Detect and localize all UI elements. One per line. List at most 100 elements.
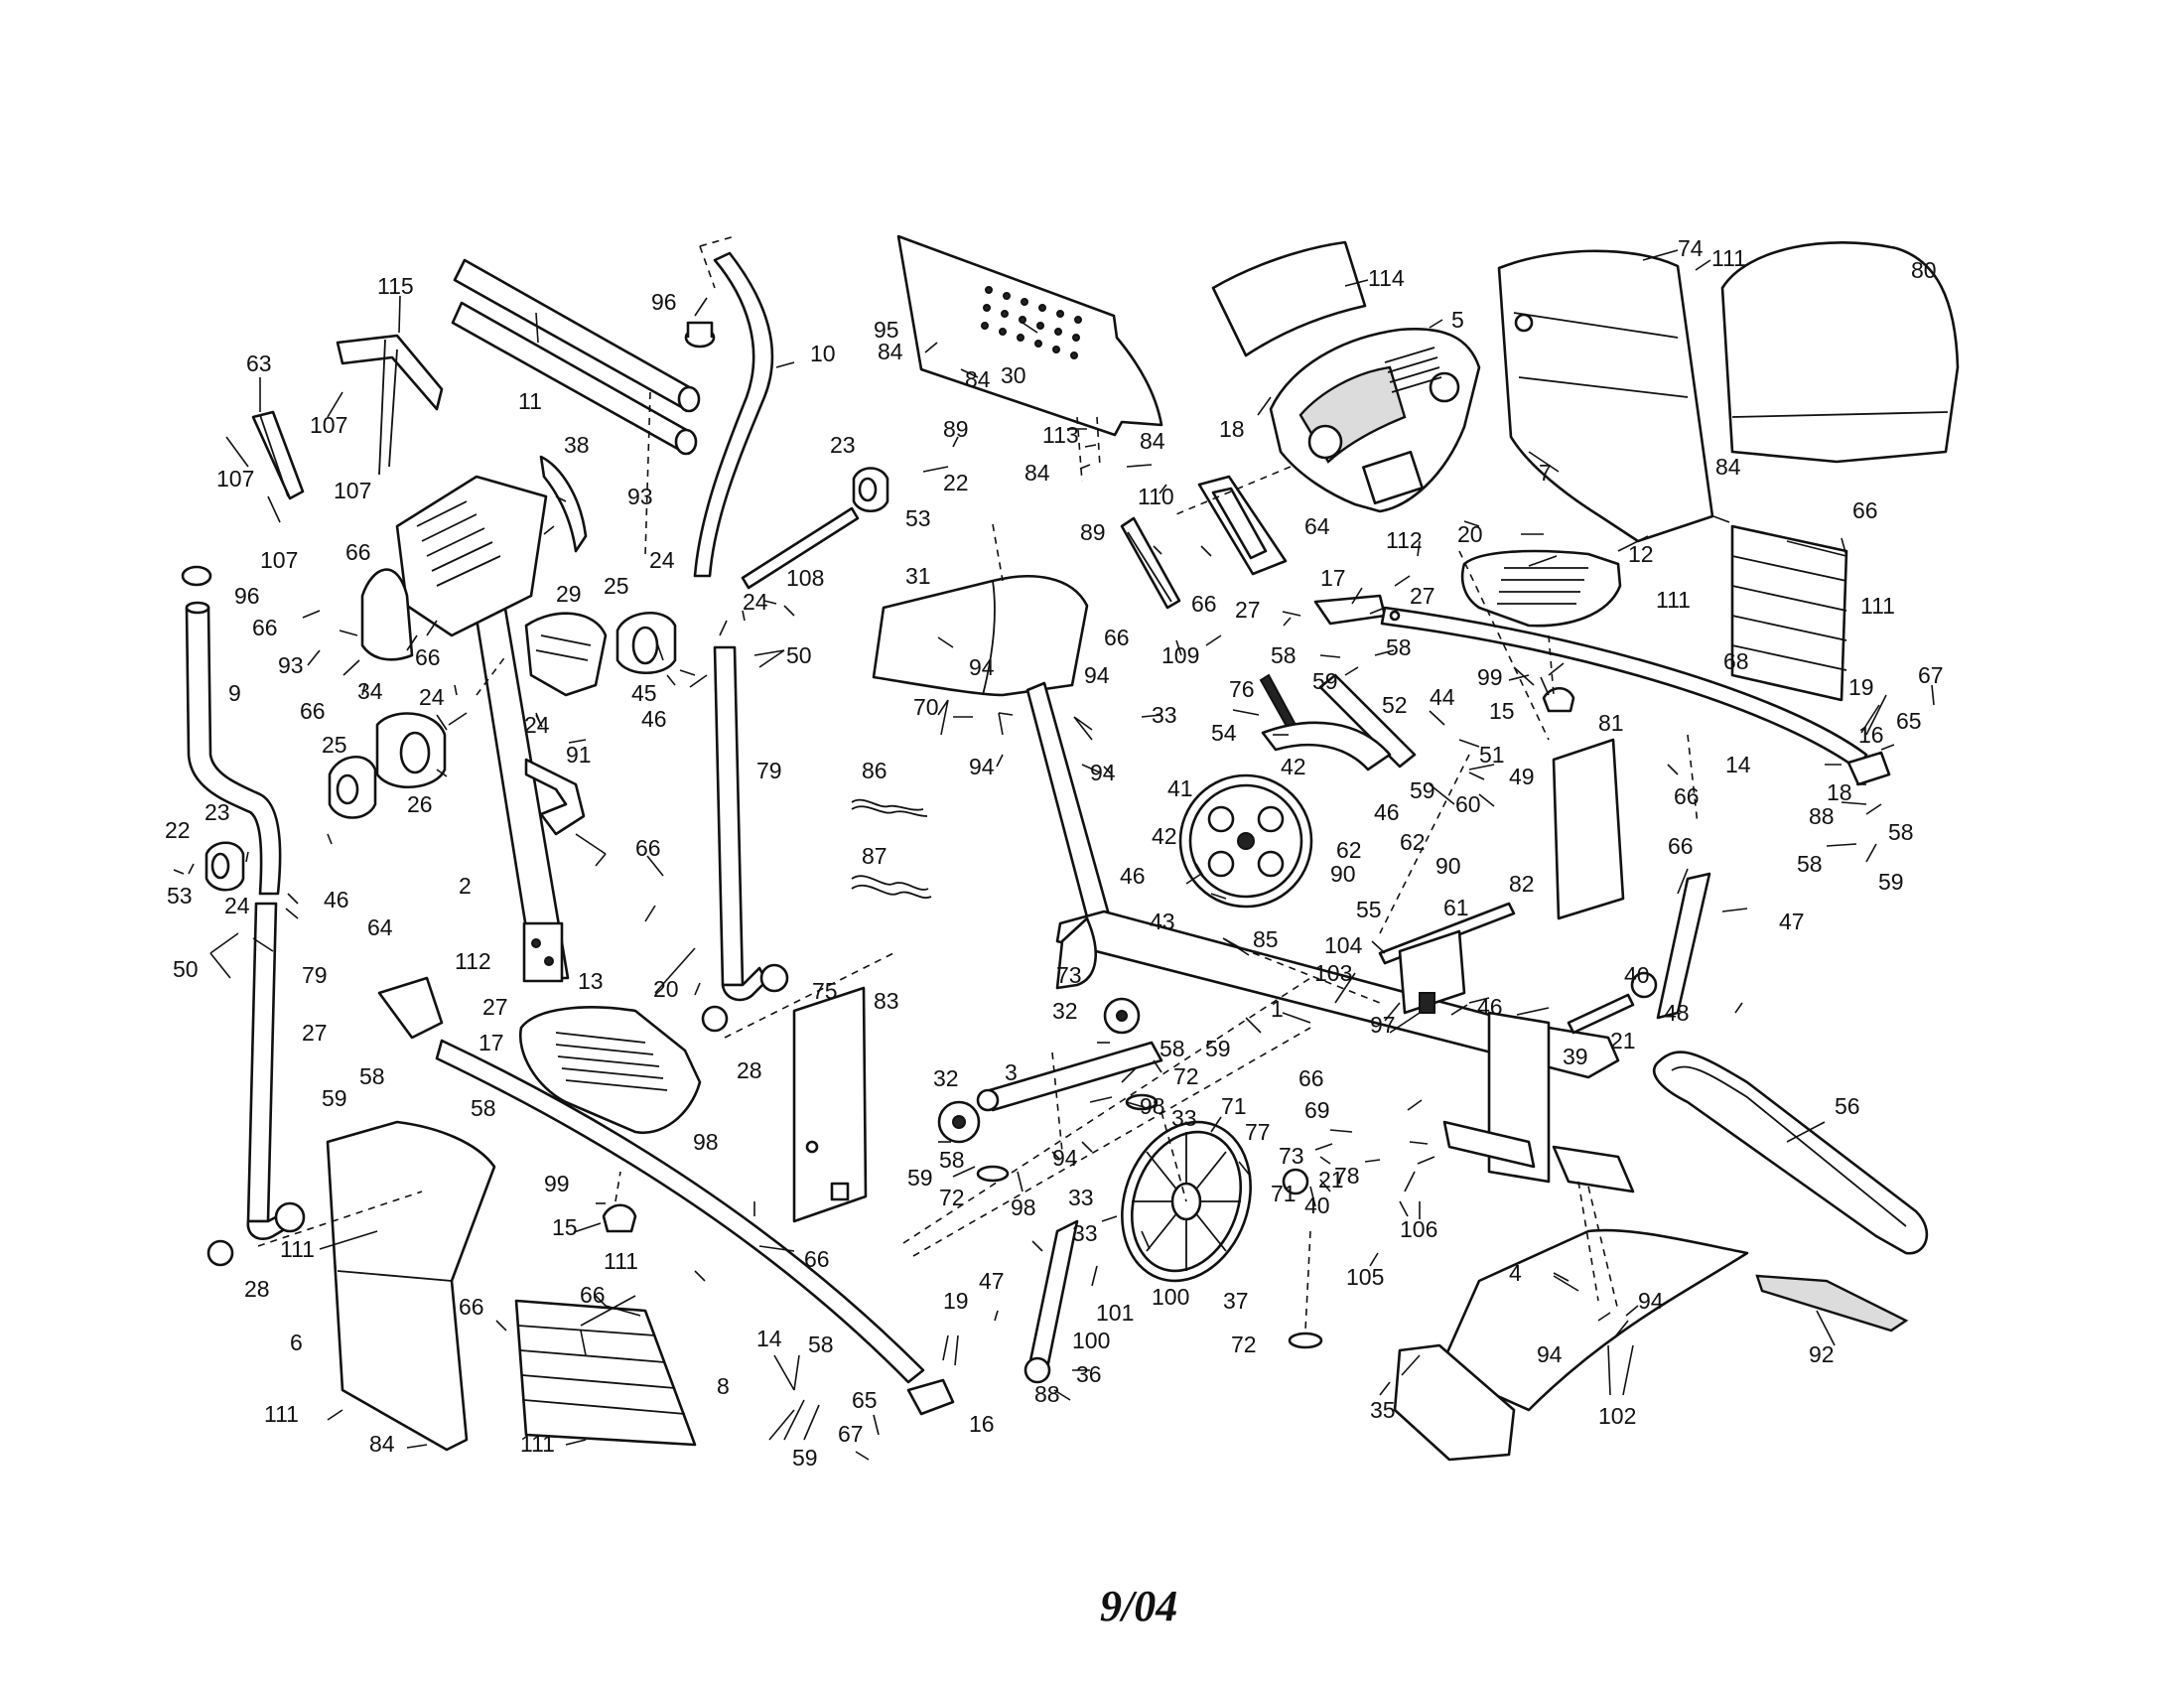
callout-53: 53 bbox=[167, 883, 193, 909]
callout-93: 93 bbox=[627, 484, 653, 509]
callout-90: 90 bbox=[1435, 853, 1461, 879]
callout-101: 101 bbox=[1096, 1300, 1134, 1326]
callout-85: 85 bbox=[1253, 926, 1279, 952]
callout-89: 89 bbox=[943, 416, 969, 442]
callout-90: 90 bbox=[1330, 861, 1356, 887]
part-3-stabilizer bbox=[976, 1041, 1163, 1112]
callout-26: 26 bbox=[407, 791, 433, 817]
part-5-console bbox=[1269, 328, 1481, 513]
callout-80: 80 bbox=[1911, 257, 1937, 283]
part-30-holes bbox=[981, 286, 1082, 359]
callout-114: 114 bbox=[1368, 265, 1405, 291]
callout-112: 112 bbox=[1386, 527, 1423, 553]
part-35-cover bbox=[1393, 1343, 1516, 1462]
part-6-shroud bbox=[326, 1120, 496, 1452]
callout-23: 23 bbox=[830, 432, 856, 458]
callout-99: 99 bbox=[1477, 664, 1503, 690]
part-79-lower-arms bbox=[206, 645, 789, 1267]
callout-27: 27 bbox=[1235, 597, 1261, 623]
callout-24: 24 bbox=[524, 712, 550, 738]
callout-37: 37 bbox=[1223, 1288, 1249, 1314]
callout-3: 3 bbox=[1005, 1059, 1018, 1085]
callout-5: 5 bbox=[1451, 307, 1464, 333]
callout-51: 51 bbox=[1479, 742, 1505, 768]
callout-47: 47 bbox=[1779, 909, 1805, 934]
callout-66: 66 bbox=[345, 539, 371, 565]
callout-65: 65 bbox=[1896, 708, 1922, 734]
callout-95: 95 bbox=[874, 317, 899, 343]
callout-59: 59 bbox=[1878, 869, 1904, 895]
callout-20: 20 bbox=[1457, 521, 1483, 547]
callout-14: 14 bbox=[1725, 752, 1751, 777]
part-92-strip bbox=[1755, 1274, 1909, 1333]
part-13-pedal bbox=[518, 1006, 702, 1135]
callout-19: 19 bbox=[943, 1288, 969, 1314]
callout-88: 88 bbox=[1809, 803, 1835, 829]
callout-28: 28 bbox=[737, 1057, 762, 1083]
callout-48: 48 bbox=[1664, 1000, 1690, 1026]
callout-71: 71 bbox=[1271, 1181, 1297, 1206]
leader-lines bbox=[173, 249, 1935, 1461]
callout-84: 84 bbox=[965, 366, 991, 392]
part-25-hub-lower bbox=[328, 755, 377, 819]
callout-94: 94 bbox=[1537, 1341, 1563, 1367]
part-103-bracket bbox=[1378, 902, 1516, 1015]
callout-54: 54 bbox=[1211, 720, 1237, 746]
part-41-flywheel bbox=[1178, 721, 1392, 909]
revision-date: 9/04 bbox=[1100, 1582, 1177, 1630]
callout-22: 22 bbox=[943, 470, 969, 495]
callout-71: 71 bbox=[1221, 1093, 1247, 1119]
callout-68: 68 bbox=[1723, 648, 1749, 674]
callout-33: 33 bbox=[1152, 702, 1177, 728]
callout-30: 30 bbox=[1001, 362, 1026, 388]
part-8-cover bbox=[514, 1299, 697, 1447]
part-25-hub-upper bbox=[615, 612, 677, 674]
callout-111: 111 bbox=[264, 1401, 299, 1427]
callout-42: 42 bbox=[1281, 754, 1306, 779]
part-48-crank bbox=[1656, 872, 1711, 1020]
callout-34: 34 bbox=[357, 678, 383, 704]
callout-31: 31 bbox=[905, 563, 931, 589]
callout-78: 78 bbox=[1334, 1163, 1360, 1189]
part-81-panel bbox=[1552, 738, 1625, 920]
callout-59: 59 bbox=[322, 1085, 347, 1111]
callout-46: 46 bbox=[641, 706, 667, 732]
callout-66: 66 bbox=[415, 644, 441, 670]
callout-33: 33 bbox=[1068, 1185, 1094, 1210]
part-115-bracket bbox=[336, 334, 444, 476]
part-72-feet bbox=[976, 1093, 1323, 1349]
callout-33: 33 bbox=[1072, 1220, 1098, 1246]
callout-66: 66 bbox=[1668, 833, 1694, 859]
part-34-plate bbox=[395, 475, 548, 637]
assembly-guides bbox=[257, 391, 1699, 1332]
callout-19: 19 bbox=[1848, 674, 1874, 700]
callout-66: 66 bbox=[635, 835, 661, 861]
callout-100: 100 bbox=[1072, 1328, 1110, 1353]
part-86-cable bbox=[851, 798, 928, 817]
callout-111: 111 bbox=[280, 1236, 315, 1262]
part-108-axle bbox=[741, 506, 860, 590]
callout-87: 87 bbox=[862, 843, 887, 869]
callout-66: 66 bbox=[580, 1282, 606, 1308]
callout-1: 1 bbox=[1271, 996, 1284, 1022]
callout-66: 66 bbox=[300, 698, 326, 724]
callout-97: 97 bbox=[1370, 1012, 1396, 1038]
callout-91: 91 bbox=[566, 742, 592, 768]
callout-66: 66 bbox=[1674, 783, 1700, 809]
callout-84: 84 bbox=[878, 339, 903, 364]
callout-20: 20 bbox=[653, 976, 679, 1002]
callout-58: 58 bbox=[1271, 642, 1297, 668]
part-74-shroud bbox=[1497, 249, 1714, 543]
callout-94: 94 bbox=[1052, 1145, 1078, 1171]
callout-46: 46 bbox=[1374, 799, 1400, 825]
callout-66: 66 bbox=[1852, 497, 1878, 523]
callout-61: 61 bbox=[1443, 895, 1469, 920]
callout-38: 38 bbox=[564, 432, 590, 458]
callout-6: 6 bbox=[290, 1330, 303, 1355]
callout-86: 86 bbox=[862, 758, 887, 783]
part-96-caps bbox=[181, 321, 716, 587]
callout-77: 77 bbox=[1245, 1119, 1271, 1145]
callout-66: 66 bbox=[1298, 1065, 1324, 1091]
callout-111: 111 bbox=[604, 1248, 638, 1274]
